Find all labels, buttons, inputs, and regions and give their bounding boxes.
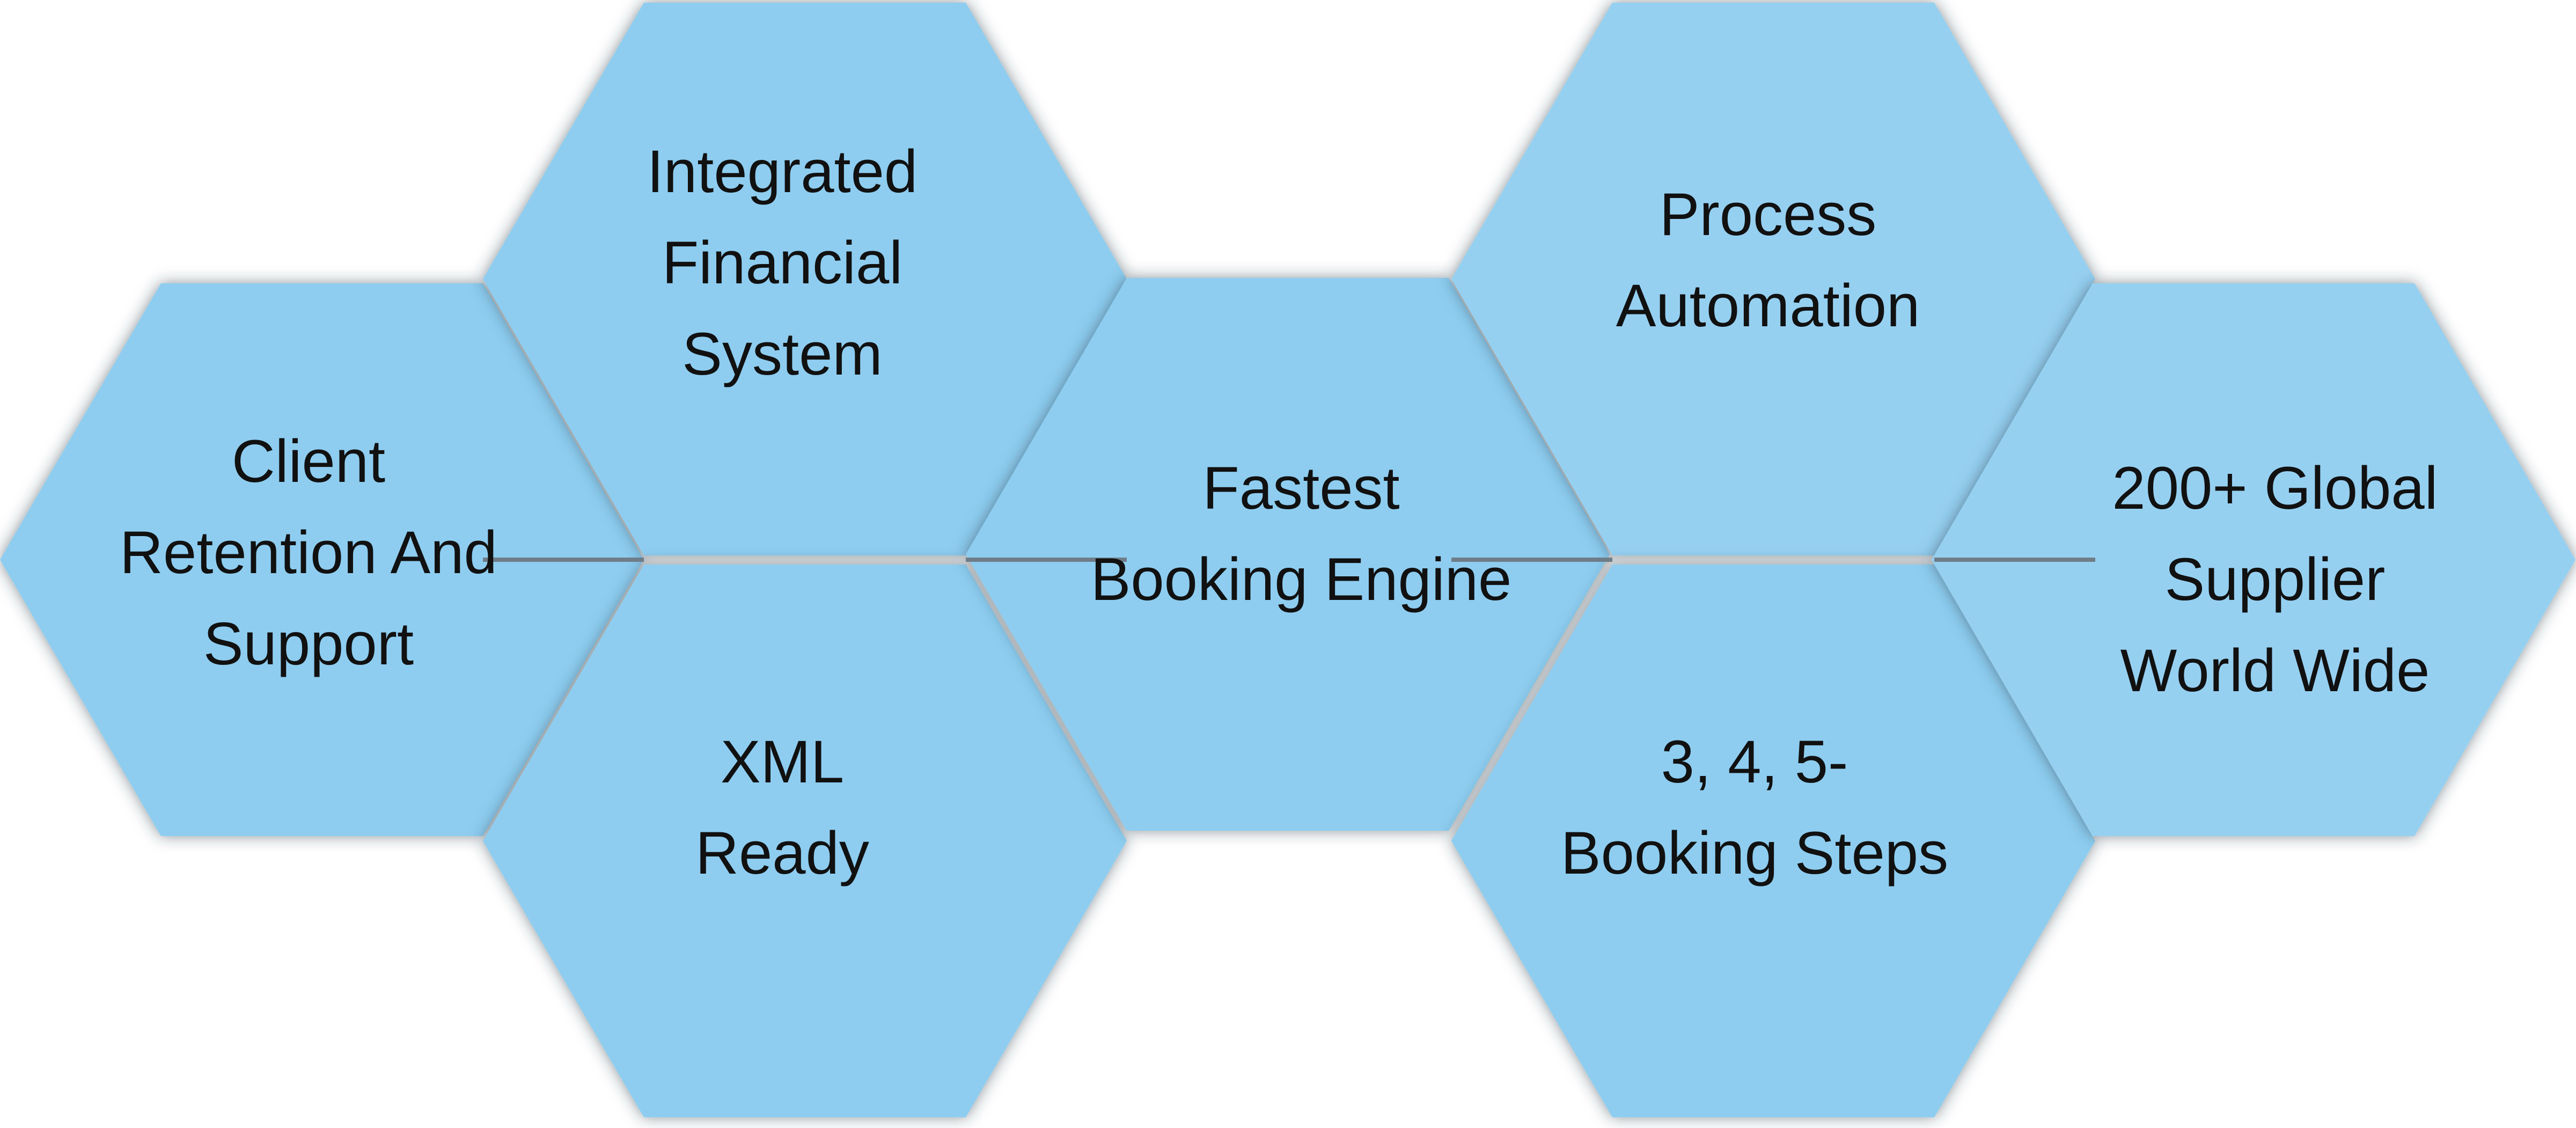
hexagon-label-booking-steps: 3, 4, 5- Booking Steps [1561,728,1948,887]
hexagon-label-line: 200+ Global [2112,455,2438,522]
hexagon-label-line: Fastest [1202,455,1399,522]
hexagon-process-automation [1451,3,2095,555]
hexagon-label-line: Retention And [120,519,497,586]
hexagon-label-line: Client [232,428,385,495]
hexagon-group [0,3,2575,1117]
hexagon-global-supplier [1932,283,2575,836]
hexagon-xml-ready [483,565,1127,1117]
hexagon-label-line: World Wide [2120,637,2430,704]
hexagon-label-line: Automation [1616,272,1920,339]
hexagon-label-line: Supplier [2165,546,2386,613]
hexagon-label-line: Booking Engine [1091,546,1512,613]
hexagon-label-line: System [682,320,882,387]
hexagon-label-xml-ready: XML Ready [695,728,869,887]
hexagon-fastest-booking [966,278,1610,831]
hexagon-label-line: Booking Steps [1561,819,1948,887]
hexagon-label-line: Financial [662,229,902,296]
hexagon-label-line: Integrated [647,138,918,205]
hexagon-label-line: XML [721,728,844,795]
hexagon-label-line: Support [203,610,414,677]
hexagon-label-line: Ready [695,819,869,887]
hexagon-label-line: Process [1660,181,1877,248]
hexagon-label-line: 3, 4, 5- [1661,728,1848,795]
hexagon-client-retention [0,283,644,836]
hexagon-integrated-financial [483,3,1127,555]
hexagon-booking-steps [1451,565,2095,1117]
